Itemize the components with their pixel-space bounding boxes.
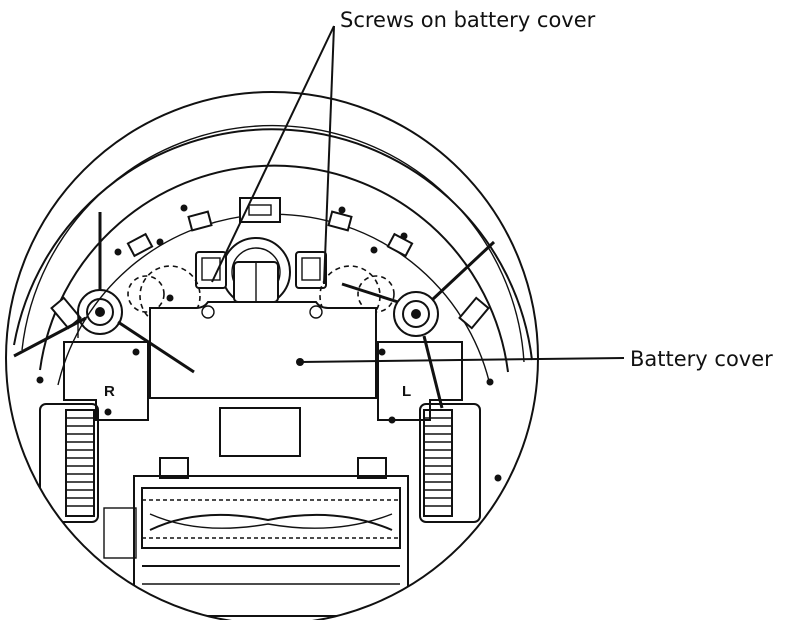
robot-body-edge: [39, 164, 509, 373]
robot-rim-outer: [13, 128, 533, 361]
screw-housing-left: [195, 251, 227, 289]
rim-screw-dots: [36, 204, 502, 482]
caster-wheel-housing: [221, 237, 291, 307]
left-marker: L: [402, 383, 411, 400]
label-plate: [219, 407, 301, 457]
screw-housing-right: [295, 251, 327, 289]
magnifier-circle: [5, 91, 539, 620]
side-brush-right: [13, 212, 195, 374]
drive-wheel-left: [419, 403, 481, 523]
robot-underside: R L: [13, 124, 533, 617]
leader-lines: [211, 25, 625, 363]
screws-callout: Screws on battery cover: [340, 8, 596, 32]
battery-cover-callout: Battery cover: [630, 347, 773, 371]
rim-tabs: [50, 210, 490, 330]
left-side-panel: [377, 341, 463, 421]
side-brush-left: [341, 240, 496, 409]
main-brush-assembly: [103, 457, 409, 617]
drive-wheel-right: [39, 403, 99, 523]
right-marker: R: [104, 383, 115, 400]
battery-cover-plate: [149, 301, 377, 399]
robot-rim-inner: [21, 124, 525, 363]
